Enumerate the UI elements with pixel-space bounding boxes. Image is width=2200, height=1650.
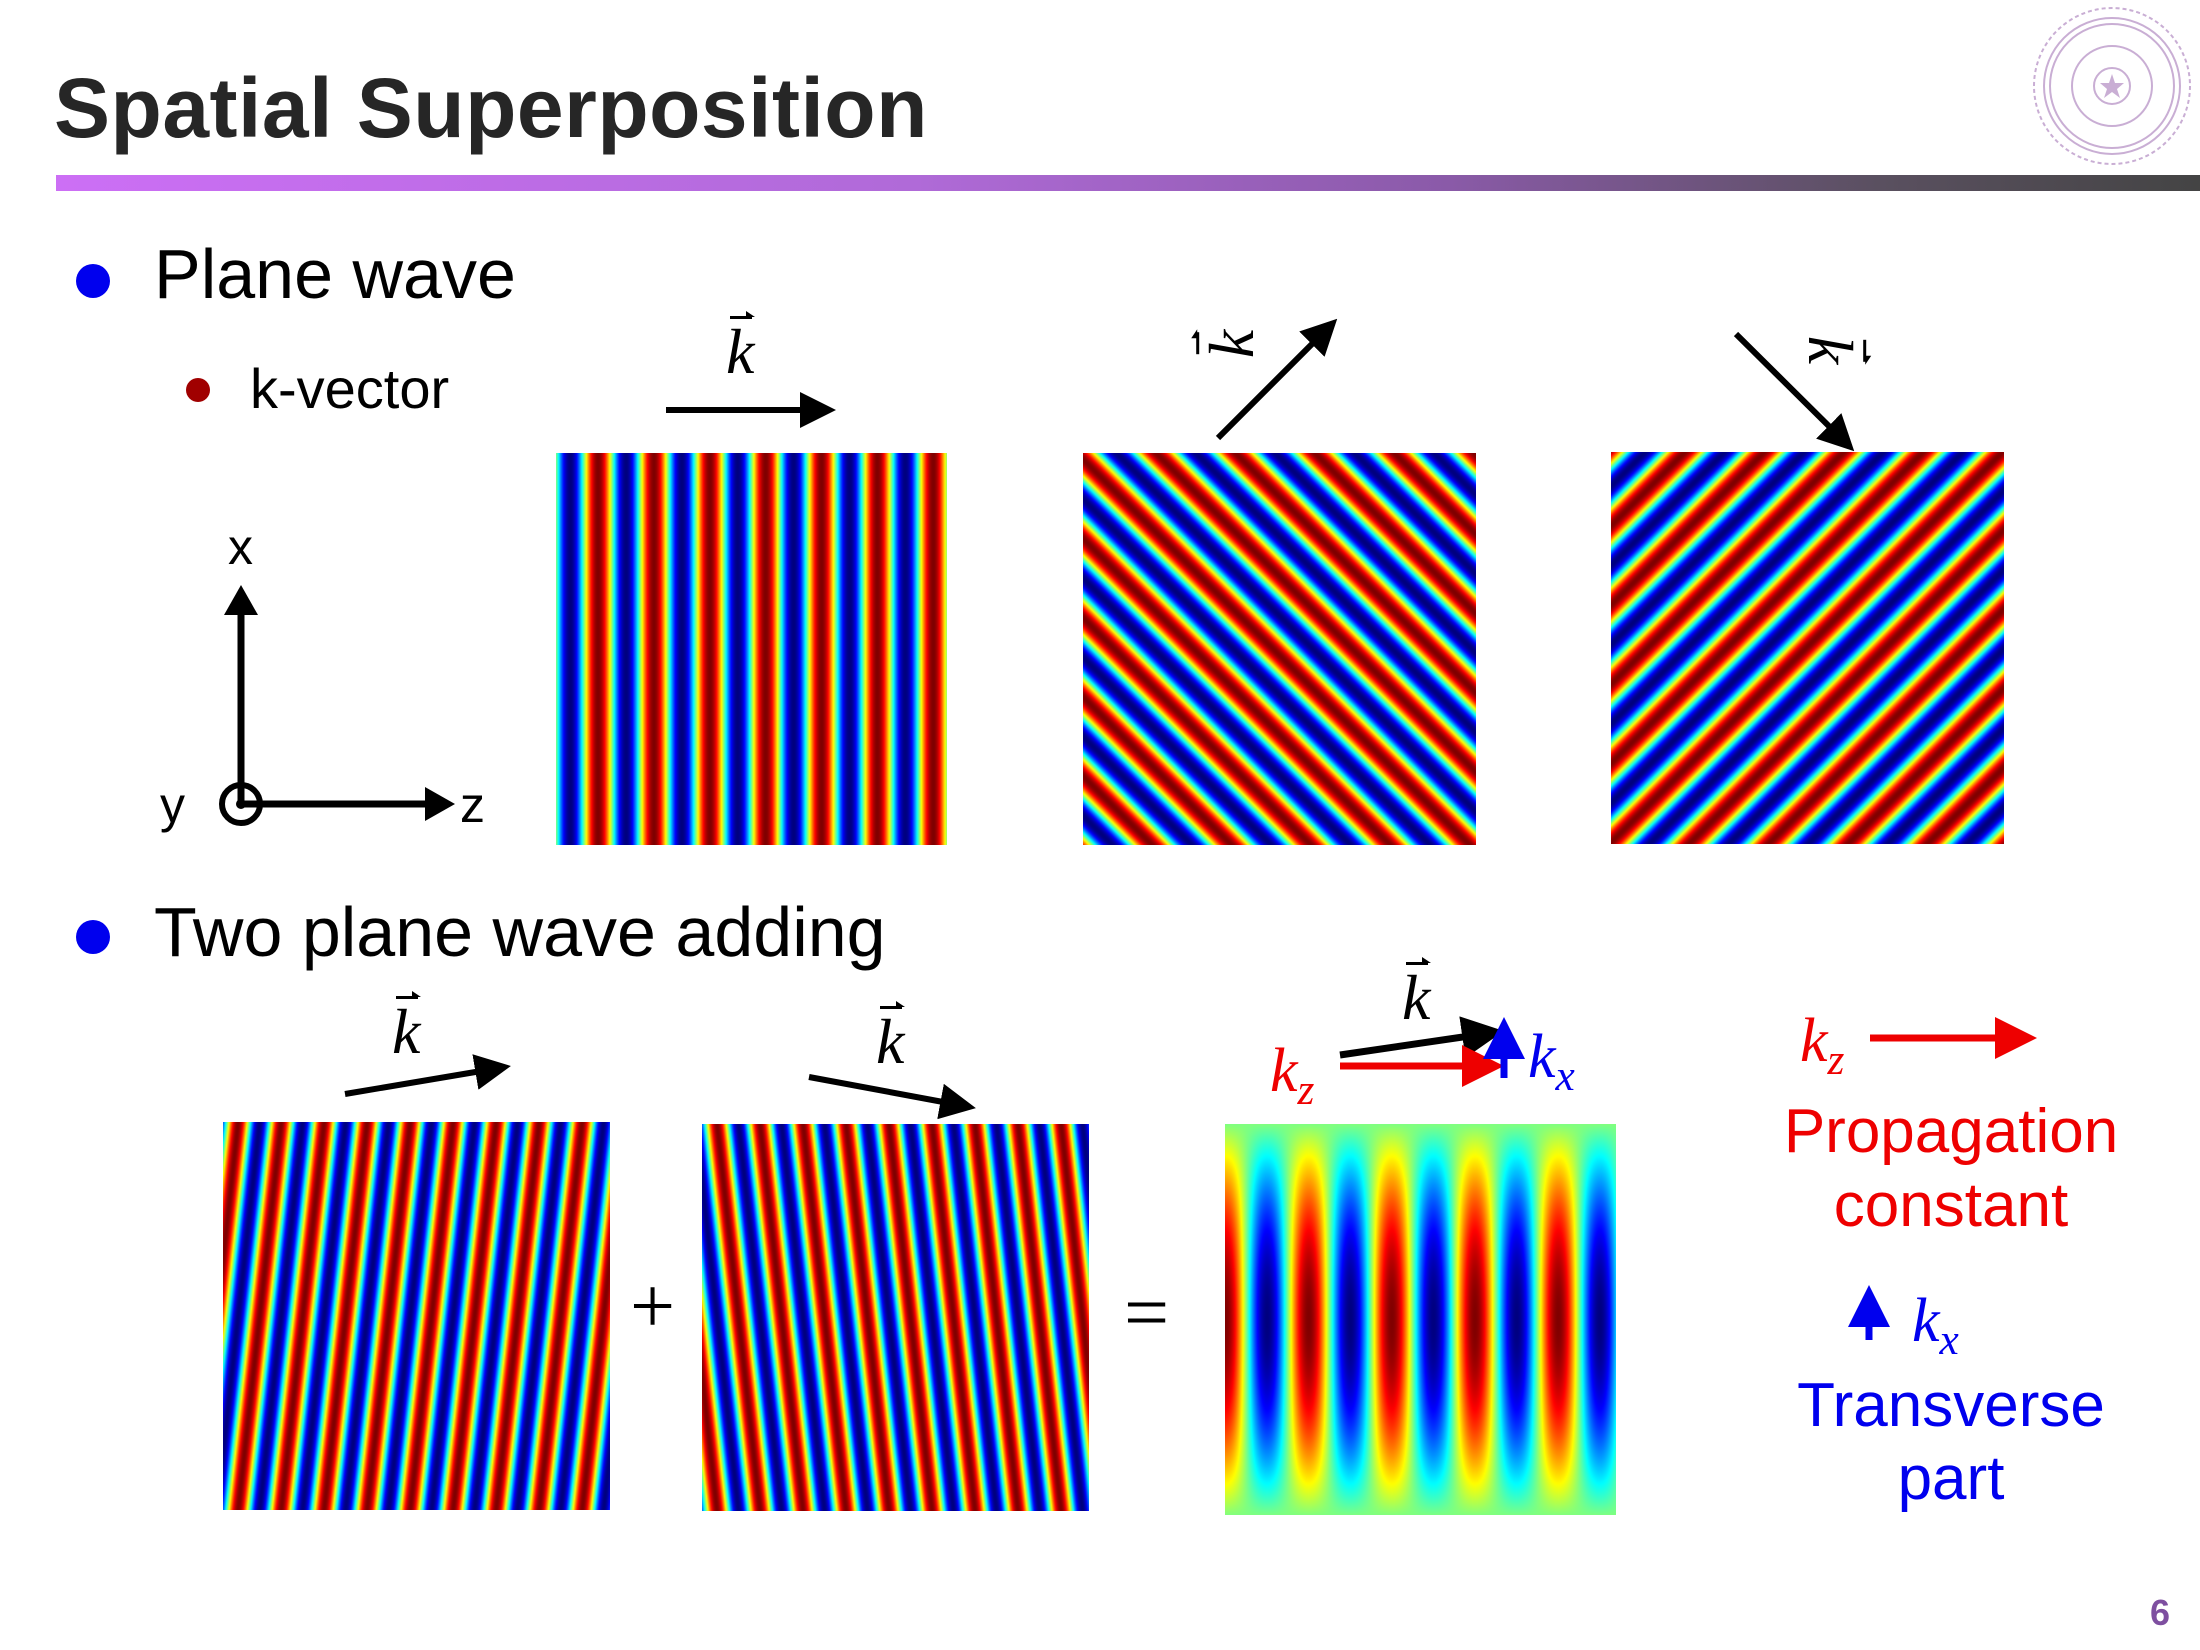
- axis-label-x: x: [228, 519, 253, 575]
- kx-legend-label: kx: [1912, 1287, 1959, 1362]
- bullet-plane-wave: Plane wave: [154, 235, 516, 313]
- tilted-wave-image-b: [702, 1124, 1089, 1511]
- k-arrow-4: [344, 1054, 511, 1097]
- kx-label-sum: kx: [1528, 1023, 1575, 1098]
- university-seal-logo: [2033, 7, 2191, 165]
- sub-bullet-dot: [186, 378, 210, 402]
- k-arrow-5: [808, 1074, 976, 1120]
- plane-wave-image-diagonal-down: [1611, 452, 2004, 844]
- k-vector-label-1: k: [726, 311, 756, 387]
- plus-operator: +: [630, 1263, 676, 1351]
- kz-sub: z: [1827, 1036, 1845, 1085]
- coordinate-axes: [219, 585, 455, 826]
- kx-base: k: [1528, 1023, 1556, 1091]
- bullet-two-plane-wave: Two plane wave adding: [154, 893, 886, 971]
- k-arrow-sum: [1339, 1016, 1504, 1059]
- axis-label-y: y: [160, 777, 185, 833]
- kx-sub: x: [1939, 1316, 1959, 1365]
- kx-sub: x: [1555, 1052, 1575, 1101]
- bullet-dot: [76, 264, 110, 298]
- kz-base: k: [1800, 1007, 1828, 1075]
- transverse-label-line1: Transverse: [1797, 1371, 2105, 1440]
- page-number: 6: [2150, 1592, 2171, 1633]
- plane-wave-image-diagonal-up: [1083, 453, 1476, 845]
- k-vector-label-sum: k: [1402, 957, 1432, 1033]
- propagation-label-line2: constant: [1833, 1171, 2069, 1240]
- kz-label-sum: kz: [1270, 1037, 1314, 1112]
- plane-wave-image-horizontal: [556, 453, 947, 845]
- kx-base: k: [1912, 1287, 1940, 1355]
- k-vector-label-3: k: [1795, 335, 1867, 365]
- kz-legend-label: kz: [1800, 1007, 1844, 1082]
- superposition-image: [1225, 1124, 1616, 1515]
- k-vector-label-4: k: [392, 991, 422, 1067]
- kz-base: k: [1270, 1037, 1298, 1105]
- k-vector-label-5: k: [876, 1001, 906, 1077]
- sub-bullet-k-vector: k-vector: [250, 357, 450, 420]
- bullet-dot: [76, 920, 110, 954]
- title-divider: [56, 175, 2200, 191]
- page-title: Spatial Superposition: [54, 61, 928, 155]
- propagation-label-line1: Propagation: [1783, 1097, 2119, 1166]
- axis-label-z: z: [460, 777, 485, 833]
- k-vector-label-2: k: [1196, 329, 1268, 359]
- tilted-wave-image-a: [223, 1122, 610, 1510]
- equals-operator: =: [1124, 1269, 1170, 1357]
- kz-sub: z: [1297, 1066, 1315, 1115]
- transverse-label-line2: part: [1897, 1444, 2005, 1513]
